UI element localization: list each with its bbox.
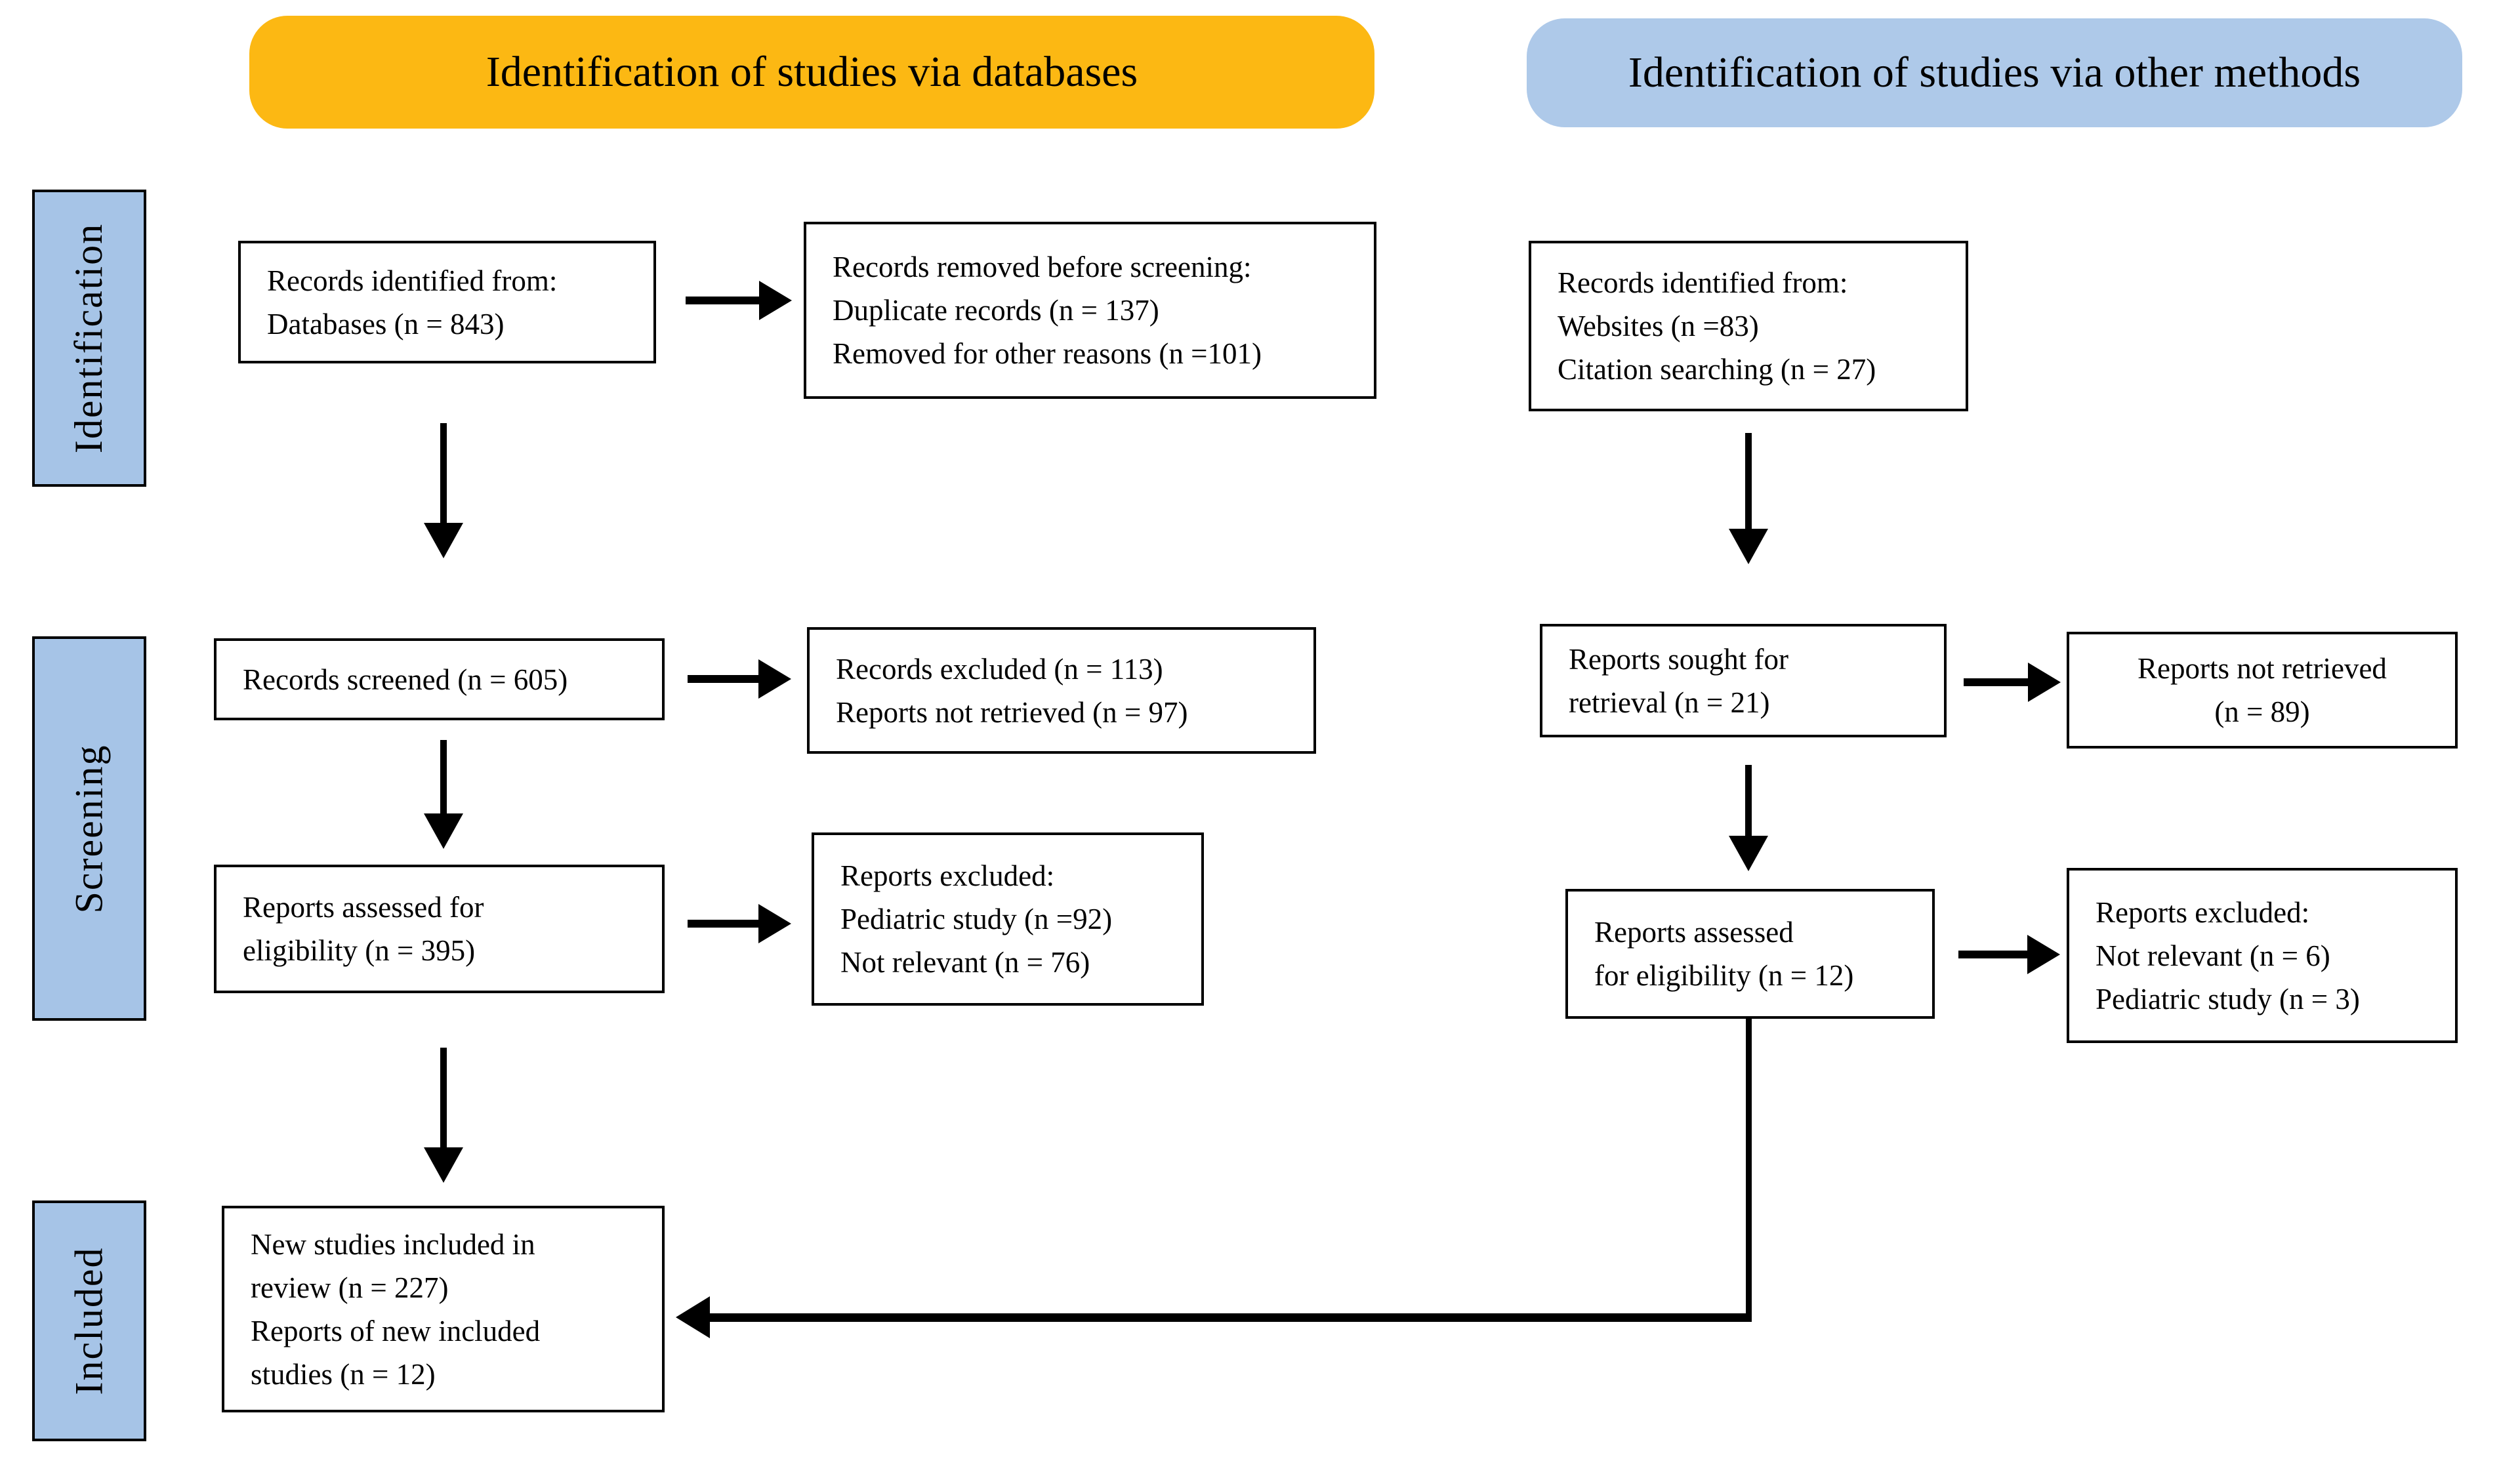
box-line: Duplicate records (n = 137) [833,294,1159,327]
arrow-head [1729,836,1768,871]
stage-label: Included [67,1246,111,1395]
header-identification-via-databases: Identification of studies via databases [249,16,1374,129]
box-line: Records removed before screening: [833,251,1252,283]
box-records-removed-before-screening: Records removed before screening: Duplic… [804,222,1376,399]
arrow-shaft [1964,678,2028,686]
arrow-other-to-included-head [676,1296,710,1338]
arrow-head [424,523,463,558]
arrow-sought-down [1729,765,1768,871]
box-records-excluded: Records excluded (n = 113) Reports not r… [807,627,1316,754]
box-line: studies (n = 12) [251,1357,436,1391]
box-line: for eligibility (n = 12) [1594,959,1854,992]
box-line: Records screened (n = 605) [243,663,568,696]
box-line: Reports sought for [1569,642,1788,676]
box-new-studies-included: New studies included in review (n = 227)… [222,1206,665,1412]
box-reports-sought-retrieval: Reports sought for retrieval (n = 21) [1540,624,1947,737]
box-line: Not relevant (n = 76) [840,946,1090,979]
arrow-screened-to-excluded [688,659,791,699]
arrow-shaft [440,1048,447,1147]
arrow-shaft [440,740,447,813]
box-line: Records identified from: [1558,266,1848,299]
stage-screening: Screening [32,636,146,1021]
arrow-identified-down [424,423,463,558]
arrow-head [2028,663,2061,702]
arrow-identified-other-down [1729,433,1768,564]
box-line: New studies included in [251,1227,535,1261]
stage-label: Identification [67,222,111,454]
arrow-shaft [688,920,758,928]
box-reports-assessed-databases: Reports assessed for eligibility (n = 39… [214,865,665,993]
box-line: Databases (n = 843) [267,307,505,340]
arrow-head [2027,935,2060,974]
box-line: eligibility (n = 395) [243,934,476,967]
arrow-assessed-other-to-excluded [1958,935,2060,974]
arrow-sought-to-not-retrieved [1964,663,2061,702]
stage-identification: Identification [32,190,146,487]
box-line: Reports of new included [251,1314,541,1347]
box-records-identified-other: Records identified from: Websites (n =83… [1529,241,1968,411]
box-reports-not-retrieved: Reports not retrieved (n = 89) [2067,632,2458,749]
arrow-shaft [688,675,758,683]
box-records-identified-databases: Records identified from: Databases (n = … [238,241,656,363]
arrow-other-to-included-horizontal [709,1313,1752,1322]
stage-included: Included [32,1200,146,1441]
box-line: Not relevant (n = 6) [2096,939,2330,972]
stage-label: Screening [67,744,111,913]
box-line: Pediatric study (n = 3) [2096,982,2360,1016]
box-line: retrieval (n = 21) [1569,686,1770,719]
box-line: Reports assessed for [243,891,484,924]
box-line: Citation searching (n = 27) [1558,353,1876,386]
arrow-head [1729,529,1768,564]
arrow-assessed-to-excluded [688,904,791,943]
header-label: Identification of studies via databases [485,48,1138,96]
header-label: Identification of studies via other meth… [1628,49,2361,96]
arrow-assessed-down [424,1048,463,1183]
box-reports-excluded-other: Reports excluded: Not relevant (n = 6) P… [2067,868,2458,1043]
arrow-head [759,281,792,320]
box-line: review (n = 227) [251,1271,449,1304]
box-reports-assessed-other: Reports assessed for eligibility (n = 12… [1565,889,1935,1019]
box-line: Reports not retrieved [2138,652,2387,685]
arrow-head [758,659,791,699]
box-line: Removed for other reasons (n =101) [833,337,1262,370]
box-records-screened: Records screened (n = 605) [214,638,665,720]
arrow-identified-to-removed [686,281,792,320]
box-line: Reports excluded: [2096,895,2310,929]
box-line: Records excluded (n = 113) [836,652,1163,686]
arrow-head [424,1147,463,1183]
box-line: Reports excluded: [840,859,1055,892]
header-identification-via-other-methods: Identification of studies via other meth… [1527,18,2462,127]
arrow-shaft [440,423,447,523]
arrow-screened-down [424,740,463,849]
arrow-shaft [1745,765,1752,836]
arrow-shaft [686,297,759,304]
arrow-shaft [1958,951,2027,958]
arrow-other-to-included-vertical [1746,1019,1752,1322]
arrow-head [424,813,463,849]
box-line: Reports not retrieved (n = 97) [836,695,1188,729]
box-line: (n = 89) [2214,695,2310,728]
box-line: Websites (n =83) [1558,310,1759,342]
box-line: Reports assessed [1594,916,1794,949]
box-line: Records identified from: [267,264,558,297]
arrow-shaft [1745,433,1752,529]
box-line: Pediatric study (n =92) [840,903,1113,935]
box-reports-excluded-databases: Reports excluded: Pediatric study (n =92… [812,832,1204,1006]
arrow-head [758,904,791,943]
